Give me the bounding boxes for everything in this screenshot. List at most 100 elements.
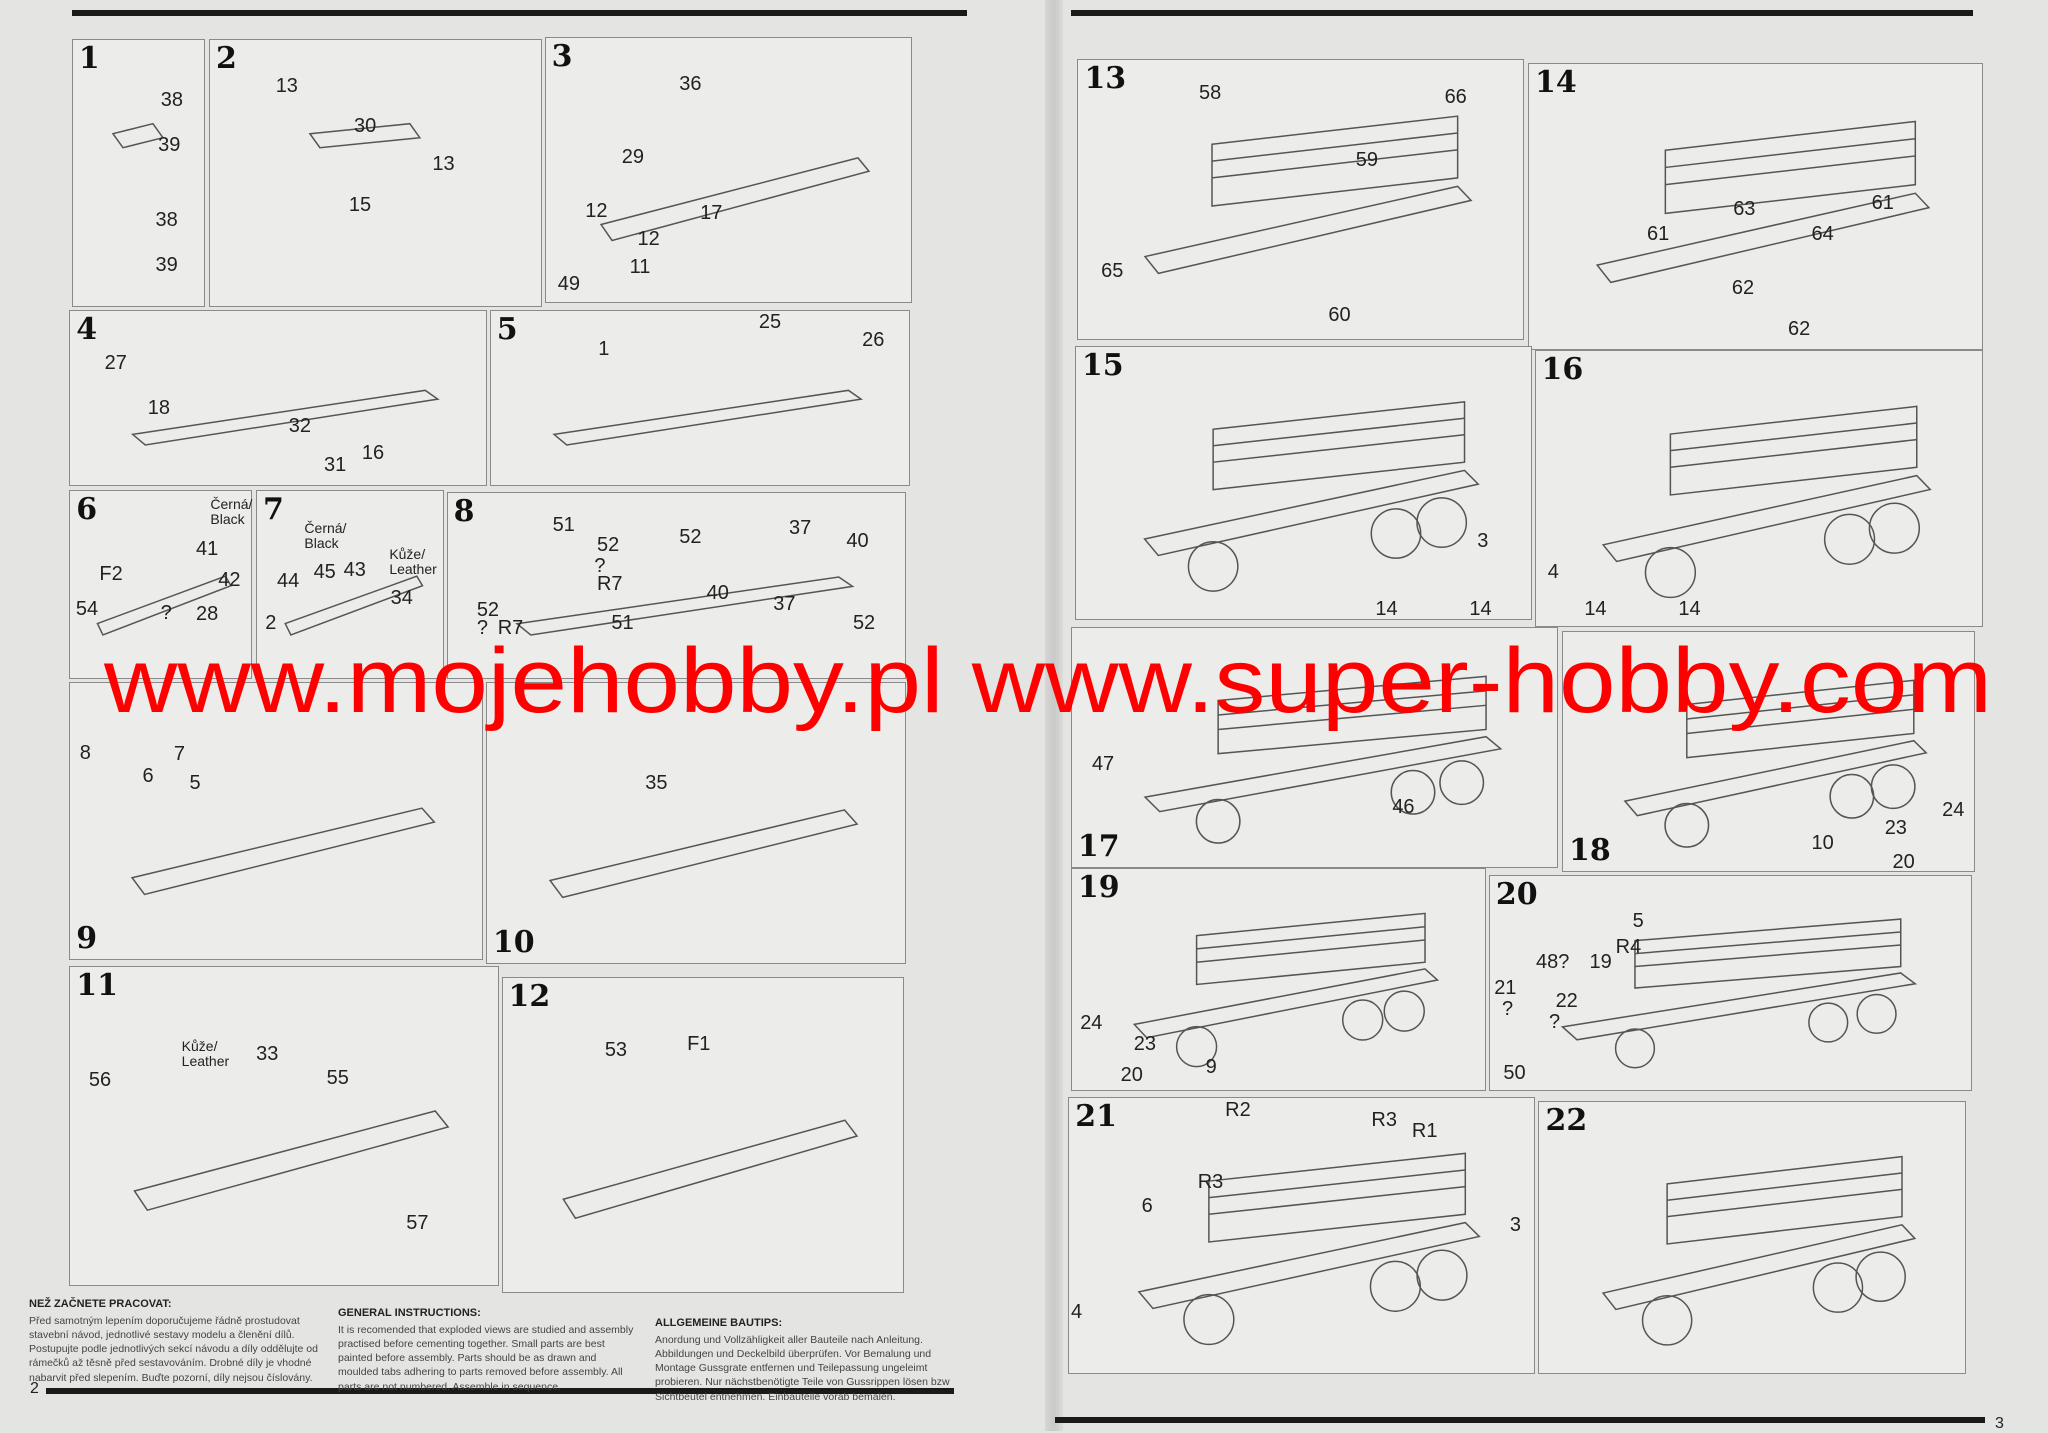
part-label: ? (160, 601, 172, 624)
part-label: 32 (288, 415, 311, 438)
part-label: 14 (1584, 597, 1607, 620)
part-label: 13 (275, 75, 298, 98)
assembly-drawing (561, 1119, 858, 1219)
assembly-drawing (514, 576, 855, 637)
part-label: 56 (88, 1069, 112, 1092)
part-label: R7 (596, 573, 623, 596)
assembly-drawing (1143, 401, 1480, 592)
part-label: 59 (1355, 148, 1378, 171)
part-label: 4 (1071, 1300, 1083, 1323)
part-label: 14 (1375, 597, 1398, 620)
part-label: 42 (218, 569, 241, 592)
part-label: 14 (1469, 597, 1492, 620)
part-label: 64 (1811, 223, 1834, 246)
part-label: 21 (1494, 976, 1517, 999)
part-label: 61 (1871, 191, 1894, 214)
assembly-drawing (1595, 120, 1931, 283)
part-label: R4 (1615, 936, 1642, 959)
instructions-english-text: It is recomended that exploded views are… (338, 1323, 634, 1393)
assembly-drawing (1560, 918, 1917, 1069)
part-label: 51 (552, 514, 575, 537)
part-label: 24 (1942, 799, 1965, 822)
part-label: 27 (104, 352, 127, 375)
instructions-german-text: Anordung und Vollzähligkeit aller Bautei… (655, 1333, 950, 1403)
part-label: 6 (142, 765, 154, 788)
instructions-german: ALLGEMEINE BAUTIPS: Anordung und Vollzäh… (655, 1316, 955, 1404)
step-number: 6 (76, 491, 98, 527)
step-number: 2 (215, 41, 237, 77)
assembly-drawing (111, 123, 165, 149)
step-number: 3 (551, 38, 573, 74)
part-label: 51 (611, 612, 634, 635)
step-number: 15 (1081, 348, 1124, 384)
part-label: 4 (1547, 561, 1559, 584)
part-label: 11 (629, 255, 651, 278)
bottom-rule-right (1055, 1417, 1985, 1423)
part-label: 31 (324, 454, 347, 477)
part-label: 48? (1535, 950, 1570, 973)
part-label: Kůže/ Leather (181, 1038, 230, 1070)
instructions-czech: NEŽ ZAČNETE PRACOVAT: Před samotným lepe… (29, 1297, 329, 1385)
part-label: 9 (1205, 1056, 1217, 1079)
instructions-english-title: GENERAL INSTRUCTIONS: (338, 1307, 481, 1319)
part-label: 10 (1811, 831, 1834, 854)
part-label: 18 (147, 396, 170, 419)
step-panel-22: 22 (1538, 1100, 1966, 1374)
top-rule-left (72, 10, 967, 16)
part-label: 14 (1678, 597, 1701, 620)
step-number: 10 (492, 924, 535, 960)
part-label: 40 (846, 529, 869, 552)
assembly-drawing (1623, 679, 1928, 848)
part-label: 62 (1731, 276, 1755, 299)
part-label: 47 (1091, 753, 1115, 776)
part-label: 28 (196, 603, 219, 626)
part-label: 19 (1589, 950, 1612, 973)
part-label: 52 (679, 526, 702, 549)
part-label: F2 (99, 562, 123, 585)
part-label: 6 (1141, 1194, 1153, 1217)
assembly-drawing (308, 123, 422, 149)
part-label: 5 (189, 771, 201, 794)
part-label: 36 (679, 72, 702, 95)
part-label: 7 (173, 742, 185, 765)
part-label: 39 (155, 254, 178, 277)
part-label: R7 (497, 617, 524, 640)
bottom-rule-left (46, 1388, 954, 1394)
part-label: 41 (196, 537, 219, 560)
page-gutter (1045, 0, 1063, 1431)
part-label: 25 (758, 310, 782, 333)
step-number: 17 (1077, 829, 1120, 865)
assembly-drawing (284, 575, 424, 636)
step-number: 13 (1084, 60, 1127, 96)
part-label: 13 (432, 152, 455, 175)
assembly-drawing (552, 389, 863, 446)
step-number: 8 (453, 494, 475, 530)
part-label: 52 (596, 533, 620, 556)
part-label: 39 (158, 134, 181, 157)
part-label: 45 (313, 561, 336, 584)
part-label: 57 (406, 1211, 429, 1234)
part-label: 30 (354, 114, 377, 137)
assembly-drawing (599, 156, 870, 241)
part-label: 12 (585, 199, 608, 222)
part-label: 37 (773, 592, 796, 615)
part-label: 66 (1444, 85, 1467, 108)
part-label: R2 (1225, 1099, 1251, 1122)
part-label: Kůže/ Leather (389, 545, 437, 578)
part-label: 8 (79, 741, 91, 764)
part-label: 23 (1133, 1032, 1156, 1055)
